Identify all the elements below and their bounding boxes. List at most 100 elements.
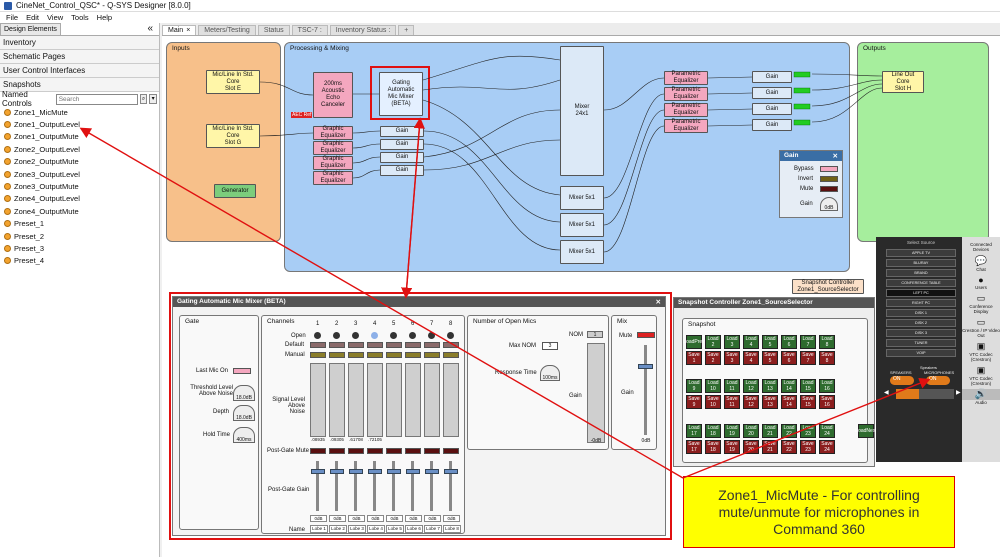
post-gate-gain-track[interactable] <box>335 461 338 511</box>
manual-button[interactable] <box>424 352 440 358</box>
menu-view[interactable]: View <box>47 13 64 22</box>
tab-inventory-status[interactable]: Inventory Status : <box>329 25 397 35</box>
post-gate-mute-button[interactable] <box>329 448 345 454</box>
list-item[interactable]: Zone3_OutputLevel <box>0 168 159 180</box>
audio-icon[interactable]: 🔊 <box>962 389 1000 400</box>
options-icon[interactable]: ▾ <box>149 94 157 104</box>
video-out-icon[interactable]: ▭ <box>976 317 986 327</box>
close-icon[interactable]: ✕ <box>655 299 661 306</box>
volume-down-icon[interactable]: ◀ <box>884 390 889 396</box>
mix-mute-button[interactable] <box>637 332 655 338</box>
manual-button[interactable] <box>443 352 459 358</box>
source-button[interactable]: TUNER <box>886 339 956 347</box>
last-mic-button[interactable] <box>233 368 251 374</box>
speakers-toggle[interactable]: ON <box>890 376 914 385</box>
channel-name[interactable]: Lobe 1 <box>310 525 328 533</box>
channel-name[interactable]: Lobe 4 <box>367 525 385 533</box>
hold-knob[interactable]: 400ms <box>233 427 255 443</box>
post-gate-mute-button[interactable] <box>310 448 326 454</box>
post-gate-gain-handle[interactable] <box>387 469 401 474</box>
volume-slider[interactable] <box>896 389 954 399</box>
channel-name[interactable]: Lobe 5 <box>386 525 404 533</box>
post-gate-gain-handle[interactable] <box>406 469 420 474</box>
tab-main[interactable]: Main× <box>162 25 197 35</box>
mix-gain-slider-handle[interactable] <box>638 364 653 369</box>
tab-status[interactable]: Status <box>257 25 290 35</box>
list-item[interactable]: Zone1_OutputLevel <box>0 118 159 130</box>
channel-name[interactable]: Lobe 3 <box>348 525 366 533</box>
add-tab-button[interactable]: + <box>398 25 415 35</box>
post-gate-gain-handle[interactable] <box>311 469 325 474</box>
post-gate-gain-track[interactable] <box>354 461 357 511</box>
list-item[interactable]: Zone2_OutputMute <box>0 156 159 168</box>
post-gate-gain-track[interactable] <box>411 461 414 511</box>
menu-file[interactable]: File <box>6 13 19 22</box>
volume-up-icon[interactable]: ▶ <box>956 390 961 396</box>
channel-name[interactable]: Lobe 7 <box>424 525 442 533</box>
list-item[interactable]: Zone2_OutputLevel <box>0 143 159 155</box>
default-button[interactable] <box>367 342 383 348</box>
source-button[interactable]: DISK 1 <box>886 309 956 317</box>
channel-name[interactable]: Lobe 6 <box>405 525 423 533</box>
menu-help[interactable]: Help <box>96 13 113 22</box>
default-button[interactable] <box>310 342 326 348</box>
close-icon[interactable]: ✕ <box>832 153 838 160</box>
list-item[interactable]: Preset_4 <box>0 255 159 267</box>
default-button[interactable] <box>348 342 364 348</box>
post-gate-gain-handle[interactable] <box>368 469 382 474</box>
post-gate-mute-button[interactable] <box>348 448 364 454</box>
manual-button[interactable] <box>329 352 345 358</box>
list-item[interactable]: Preset_1 <box>0 218 159 230</box>
users-icon[interactable]: ● <box>978 275 984 285</box>
post-gate-gain-handle[interactable] <box>425 469 439 474</box>
source-button[interactable]: CONFERENCE TABLE <box>886 279 956 287</box>
channel-name[interactable]: Lobe 8 <box>443 525 461 533</box>
default-button[interactable] <box>386 342 402 348</box>
manual-button[interactable] <box>367 352 383 358</box>
max-nom-field[interactable]: 3 <box>542 342 558 350</box>
menu-tools[interactable]: Tools <box>71 13 89 22</box>
source-button[interactable]: DISK 3 <box>886 329 956 337</box>
post-gate-gain-track[interactable] <box>449 461 452 511</box>
list-item[interactable]: Zone4_OutputLevel <box>0 193 159 205</box>
manual-button[interactable] <box>386 352 402 358</box>
source-button[interactable]: VOIP <box>886 349 956 357</box>
default-button[interactable] <box>405 342 421 348</box>
manual-button[interactable] <box>310 352 326 358</box>
section-inventory[interactable]: Inventory <box>0 36 159 50</box>
list-item[interactable]: Zone1_OutputMute <box>0 131 159 143</box>
post-gate-gain-track[interactable] <box>392 461 395 511</box>
